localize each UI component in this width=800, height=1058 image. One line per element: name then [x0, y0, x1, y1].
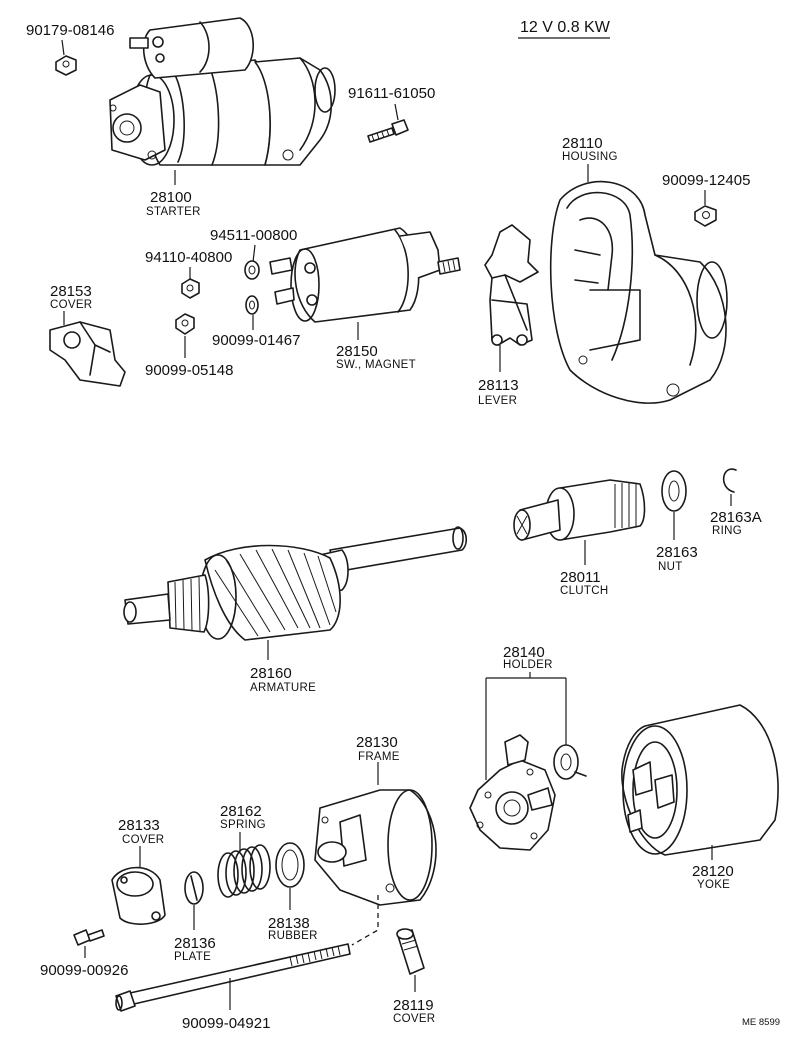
nut-90099-05148-drawing [175, 313, 195, 335]
part-name-cover-28133: COVER [122, 834, 164, 846]
cover-28153-drawing [49, 321, 126, 387]
cover-28119-drawing [396, 928, 425, 975]
part-name-ring: RING [712, 525, 742, 537]
part-number-spring: 28162 [220, 803, 262, 820]
washer-94511-drawing [244, 260, 260, 280]
part-name-yoke: YOKE [697, 879, 730, 891]
part-name-holder: HOLDER [503, 659, 553, 671]
part-number-94110: 94110-40800 [145, 249, 232, 266]
spec-label: 12 V 0.8 KW [520, 19, 611, 36]
part-name-starter: STARTER [146, 206, 201, 218]
bolt-90099-04921-drawing [115, 943, 351, 1012]
lever-drawing [484, 224, 539, 346]
part-name-spring: SPRING [220, 819, 266, 831]
sw-magnet-drawing [269, 227, 461, 323]
part-number-starter: 28100 [150, 189, 192, 206]
part-number-sw-magnet: 28150 [336, 343, 378, 360]
part-number-94511: 94511-00800 [210, 227, 297, 244]
ring-drawing [722, 468, 737, 493]
part-name-housing: HOUSING [562, 151, 618, 163]
part-name-frame: FRAME [358, 751, 400, 763]
part-name-sw-magnet: SW., MAGNET [336, 359, 416, 371]
part-name-cover-28153: COVER [50, 299, 92, 311]
nut-28163-drawing [661, 470, 687, 512]
washer-90099-01467-drawing [245, 295, 259, 315]
part-number-ring: 28163A [710, 509, 762, 526]
part-number-plate: 28136 [174, 935, 216, 952]
part-number-armature: 28160 [250, 665, 292, 682]
starter-drawing [109, 17, 336, 166]
part-name-lever: LEVER [478, 395, 517, 407]
rubber-drawing [275, 842, 305, 888]
plate-drawing [184, 871, 204, 905]
bolt-91611-drawing [367, 119, 409, 143]
part-name-nut-28163: NUT [658, 561, 683, 573]
part-number-clutch: 28011 [560, 569, 601, 586]
nut-94110-drawing [181, 278, 200, 299]
part-name-clutch: CLUTCH [560, 585, 608, 597]
part-number-cover-28153: 28153 [50, 283, 92, 300]
part-name-cover-28119: COVER [393, 1013, 435, 1025]
part-number-cover-28133: 28133 [118, 817, 160, 834]
frame-drawing [314, 789, 437, 906]
clutch-drawing [513, 479, 646, 541]
nut-90179-drawing [55, 55, 77, 76]
part-name-rubber: RUBBER [268, 930, 318, 942]
part-number-frame: 28130 [356, 734, 398, 751]
nut-90099-12405-drawing [694, 205, 717, 227]
armature-drawing [123, 526, 468, 641]
part-name-plate: PLATE [174, 951, 211, 963]
drawing-code: ME 8599 [742, 1017, 780, 1028]
spring-drawing [217, 844, 271, 898]
part-number-90099-04921: 90099-04921 [182, 1015, 270, 1032]
yoke-drawing [621, 704, 779, 856]
part-name-armature: ARMATURE [250, 682, 316, 694]
part-number-90099-00926: 90099-00926 [40, 962, 128, 979]
screw-90099-00926-drawing [73, 929, 105, 946]
part-number-holder: 28140 [503, 644, 545, 661]
part-number-nut-28163: 28163 [656, 544, 698, 561]
part-number-rubber: 28138 [268, 915, 310, 932]
cover-28133-drawing [111, 866, 166, 925]
part-number-housing: 28110 [562, 135, 603, 152]
part-number-90099-05148: 90099-05148 [145, 362, 233, 379]
part-number-90099-12405: 90099-12405 [662, 172, 750, 189]
part-number-90179: 90179-08146 [26, 22, 114, 39]
housing-drawing [549, 180, 728, 404]
part-number-90099-01467: 90099-01467 [212, 332, 300, 349]
holder-drawing [469, 734, 587, 851]
part-number-yoke: 28120 [692, 863, 734, 880]
part-number-lever: 28113 [478, 377, 519, 394]
part-number-cover-28119: 28119 [393, 997, 434, 1014]
part-number-91611: 91611-61050 [348, 85, 435, 102]
